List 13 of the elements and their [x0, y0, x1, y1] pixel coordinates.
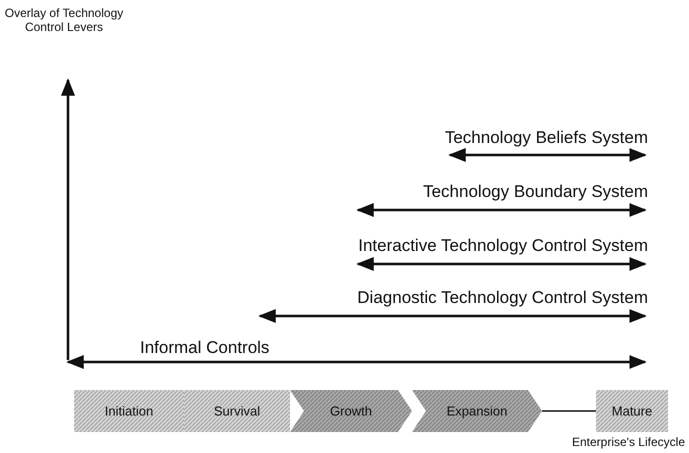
system-label: Interactive Technology Control System: [357, 236, 648, 256]
connector-line: [542, 410, 596, 412]
system-label: Informal Controls: [140, 338, 270, 358]
chevron-stage: Expansion: [412, 390, 542, 432]
axis-title: Enterprise's Lifecycle: [570, 435, 685, 449]
stage-block: Survival: [184, 390, 290, 432]
stage-block: Mature: [596, 390, 668, 432]
stage-block: Initiation: [74, 390, 184, 432]
system-label: Technology Beliefs System: [444, 128, 648, 148]
axis-title: Overlay of Technology Control Levers: [4, 6, 124, 34]
system-label: Diagnostic Technology Control System: [356, 288, 648, 308]
system-label: Technology Boundary System: [422, 182, 648, 202]
chevron-stage: Growth: [290, 390, 412, 432]
